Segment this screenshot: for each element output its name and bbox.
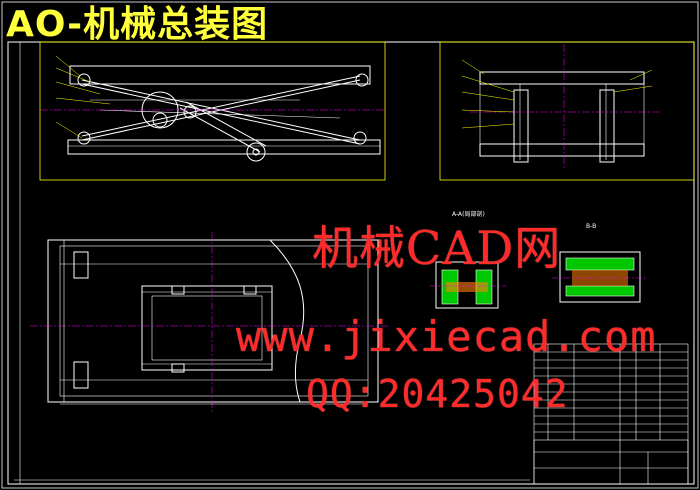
side-view [439, 41, 695, 181]
section-a-view [430, 261, 506, 309]
drawing-title: AO-机械总装图 [6, 4, 269, 45]
section-b-label: B-B [586, 223, 596, 230]
title-block [533, 343, 689, 485]
section-b-view [552, 251, 648, 303]
watermark-site-cn: 机械CAD网 [312, 221, 562, 275]
watermark-qq: QQ:20425042 [306, 372, 569, 416]
watermark-url: www.jixiecad.com [236, 312, 657, 361]
plan-view [30, 232, 390, 412]
section-a-label: A-A(局部剖) [452, 210, 485, 218]
front-view [39, 41, 386, 181]
reference-marks [14, 42, 530, 484]
